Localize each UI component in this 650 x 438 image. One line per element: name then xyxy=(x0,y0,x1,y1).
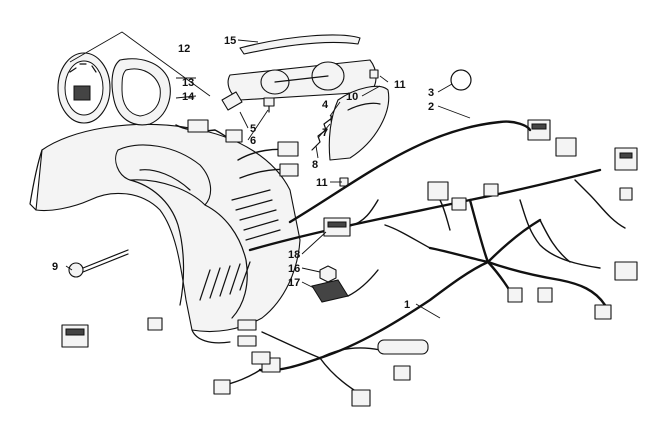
connector-mid-3 xyxy=(483,183,499,197)
callout-11a: 11 xyxy=(394,79,406,91)
callout-10: 10 xyxy=(346,91,358,103)
connector-upper-right-2 xyxy=(555,137,577,157)
callouts: 1 2 3 4 5 6 7 8 9 10 11 11 12 13 14 15 1… xyxy=(52,35,434,311)
connector-bottom-pair-1 xyxy=(507,287,523,303)
connector-upper-right-1 xyxy=(527,119,551,141)
callout-16: 16 xyxy=(288,263,300,275)
gauge-bezel xyxy=(111,58,171,126)
callout-17: 17 xyxy=(288,277,300,289)
connector-bottom-3 xyxy=(351,389,371,407)
callout-1: 1 xyxy=(404,299,410,311)
gauge-mount-bracket xyxy=(227,34,377,101)
bulb-6 xyxy=(263,97,275,113)
gauge-pigtail-1 xyxy=(175,119,243,143)
bolt-9 xyxy=(68,249,129,278)
callout-5: 5 xyxy=(250,123,256,135)
gauge-pigtail-2 xyxy=(237,141,299,179)
callout-13: 13 xyxy=(182,77,194,89)
callout-6: 6 xyxy=(250,135,256,147)
connector-right-small xyxy=(619,187,633,201)
callout-8: 8 xyxy=(312,159,318,171)
instrument-gauge xyxy=(57,52,111,124)
callout-7: 7 xyxy=(322,127,328,139)
connector-lower-left-small xyxy=(147,317,163,331)
callout-4: 4 xyxy=(322,99,329,111)
main-wire-harness xyxy=(221,168,626,396)
callout-3: 3 xyxy=(428,87,434,99)
resistor-17 xyxy=(311,269,379,303)
connector-bottom-2 xyxy=(213,379,231,395)
connector-bottom-4 xyxy=(393,365,411,381)
connector-mid-1 xyxy=(427,181,449,201)
connector-right-lower-2 xyxy=(594,304,612,320)
connector-lower-left-harness xyxy=(61,324,89,348)
console-hood xyxy=(29,123,301,344)
bulb-socket-5 xyxy=(221,91,243,111)
callout-15: 15 xyxy=(224,35,236,47)
connector-right-lower-1 xyxy=(614,261,638,281)
nut-16 xyxy=(319,265,337,283)
callout-9: 9 xyxy=(52,261,58,273)
connector-large-right xyxy=(614,147,638,171)
light-housing-4 xyxy=(328,85,390,161)
connector-18 xyxy=(323,199,379,237)
connector-mid-left-stack xyxy=(237,319,271,365)
leader-lines xyxy=(65,31,471,319)
connector-mid-2 xyxy=(451,197,467,211)
callout-14: 14 xyxy=(182,91,195,103)
connector-bottom-pair-2 xyxy=(537,287,553,303)
callout-18: 18 xyxy=(288,249,300,261)
clip-10 xyxy=(369,69,379,79)
retaining-ring-3 xyxy=(450,69,472,91)
connector-bottom-5 xyxy=(377,339,429,355)
callout-2: 2 xyxy=(428,101,434,113)
callout-11b: 11 xyxy=(316,177,328,189)
callout-12: 12 xyxy=(178,43,190,55)
harness-2-branch xyxy=(288,120,532,224)
